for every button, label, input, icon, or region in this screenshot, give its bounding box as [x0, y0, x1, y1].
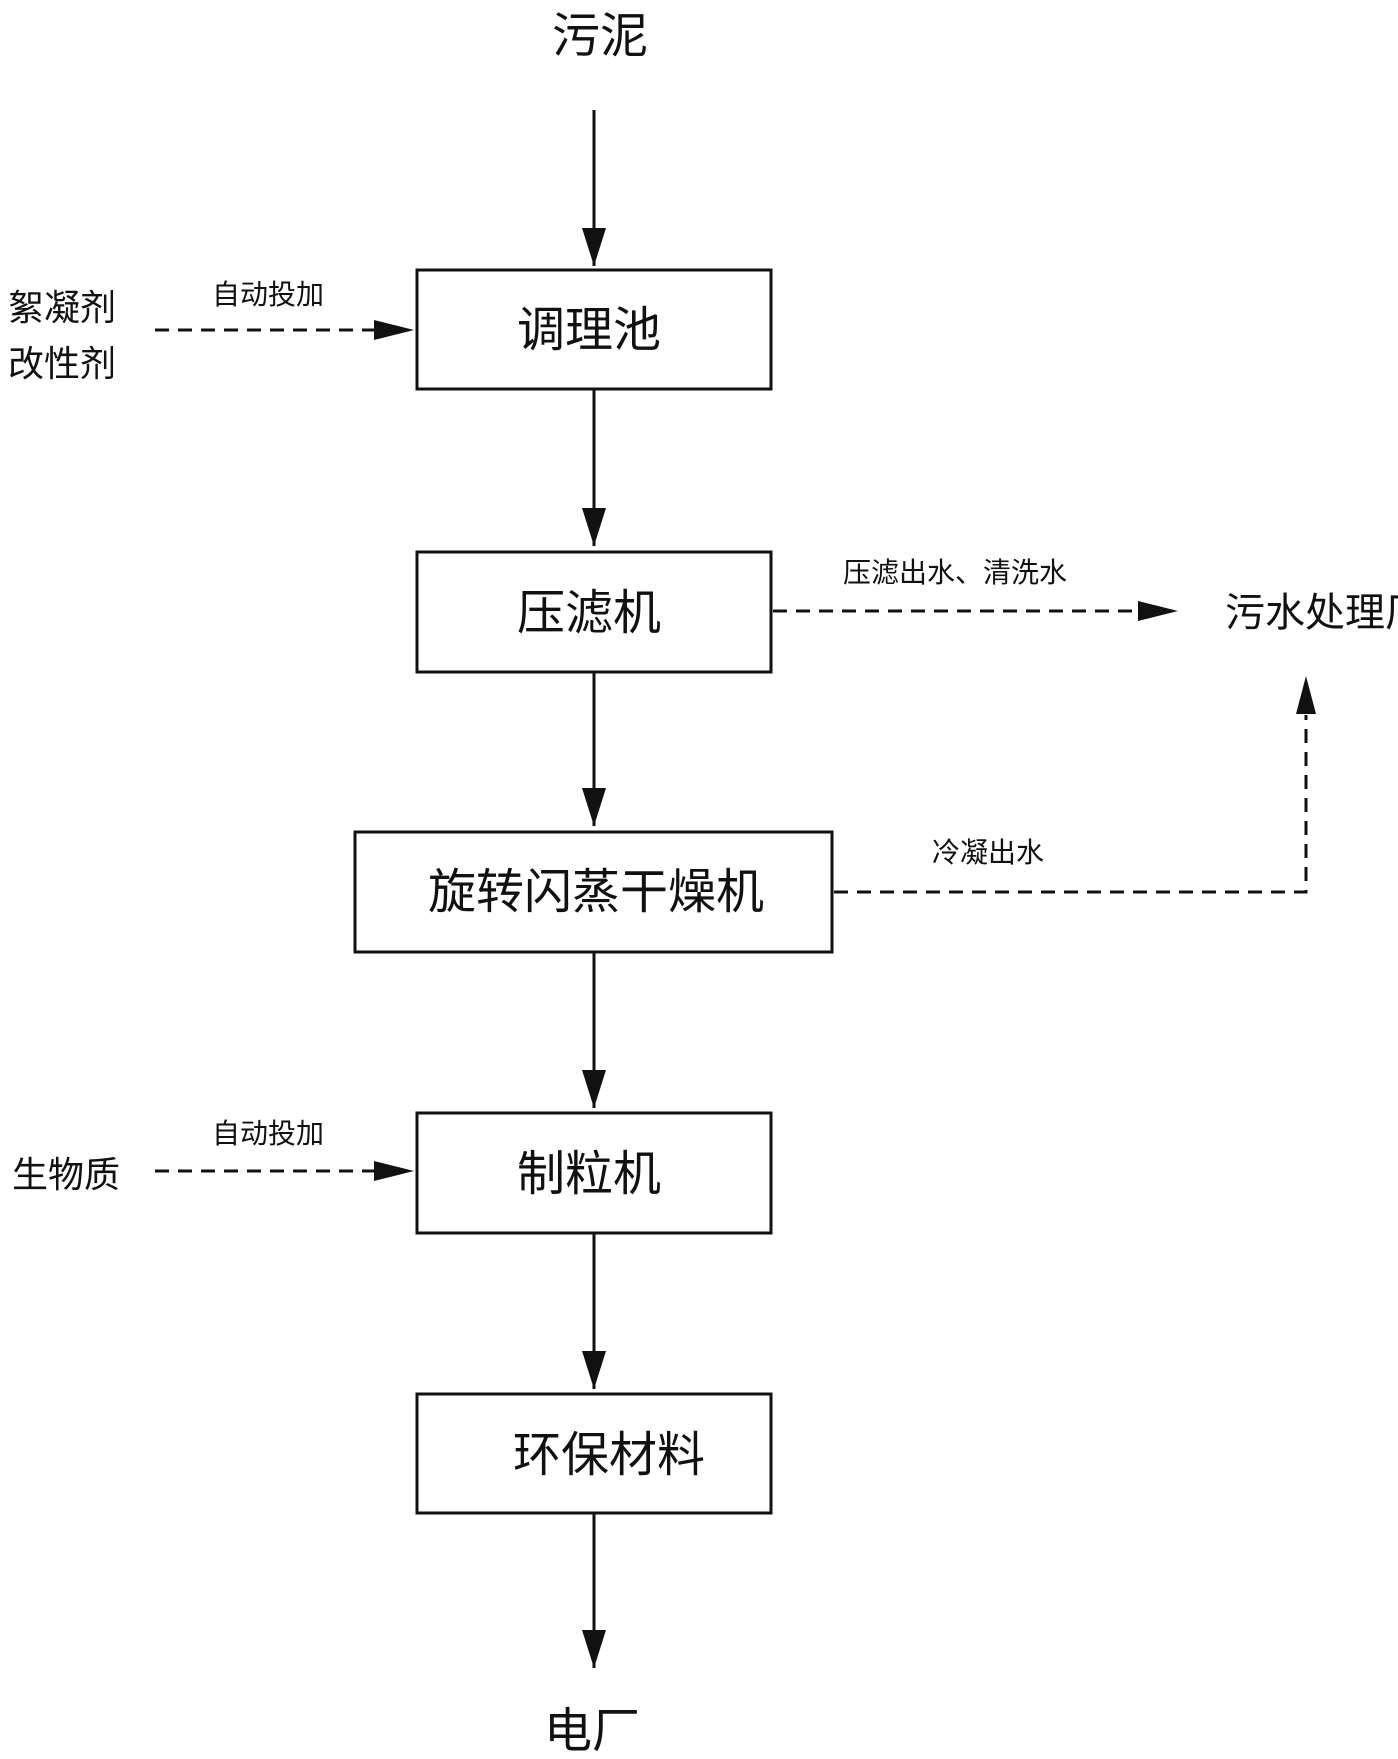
filter-press-label: 压滤机	[517, 585, 661, 641]
pelletizer-box	[415, 1111, 773, 1235]
eco-material-box	[415, 1392, 773, 1515]
eco-material-label: 环保材料	[513, 1427, 705, 1483]
biomass-dosing: 生物质 自动投加	[12, 1117, 414, 1196]
conditioning-tank-box	[415, 268, 773, 391]
wastewater-plant-label: 污水处理厂	[1225, 590, 1398, 636]
power-plant-label: 电厂	[544, 1703, 640, 1759]
arrowhead-biomass-to-pelletizer	[374, 1161, 414, 1181]
conditioning-tank-node: 调理池	[415, 268, 773, 391]
condensate-output: 冷凝出水	[834, 676, 1316, 894]
flocculant-dosing: 絮凝剂 改性剂 自动投加	[8, 278, 414, 385]
press-water-label: 压滤出水、清洗水	[843, 556, 1067, 589]
arrowhead-conditioning-to-press	[582, 508, 606, 546]
arrowhead-press-to-dryer	[582, 788, 606, 826]
auto-dosing-label-2: 自动投加	[212, 1117, 324, 1150]
main-flow-arrows	[582, 110, 606, 1668]
flash-dryer-node: 旋转闪蒸干燥机	[353, 830, 834, 954]
biomass-label: 生物质	[12, 1155, 120, 1196]
arrowhead-dryer-to-pelletizer	[582, 1070, 606, 1108]
arrowhead-dryer-to-wastewater-plant	[1296, 676, 1316, 714]
sludge-input-label: 污泥	[552, 8, 648, 64]
arrowhead-flocculant-to-conditioning	[374, 320, 414, 340]
press-water-output: 压滤出水、清洗水 污水处理厂	[773, 556, 1398, 636]
conditioning-tank-label: 调理池	[517, 302, 661, 358]
condensate-label: 冷凝出水	[932, 836, 1044, 869]
filter-press-box	[415, 550, 773, 674]
pelletizer-label: 制粒机	[517, 1146, 661, 1202]
pelletizer-node: 制粒机	[415, 1111, 773, 1235]
modifier-label: 改性剂	[8, 344, 116, 385]
flash-dryer-label: 旋转闪蒸干燥机	[428, 864, 764, 920]
auto-dosing-label-1: 自动投加	[212, 278, 324, 311]
flocculant-label: 絮凝剂	[8, 288, 116, 329]
arrowhead-press-to-wastewater-plant	[1138, 601, 1178, 621]
eco-material-node: 环保材料	[415, 1392, 773, 1515]
dashed-path-dryer-to-wastewater-plant	[834, 715, 1308, 894]
arrowhead-material-to-power-plant	[582, 1630, 606, 1668]
filter-press-node: 压滤机	[415, 550, 773, 674]
arrowhead-pelletizer-to-material	[582, 1351, 606, 1389]
flash-dryer-box	[353, 830, 834, 954]
arrowhead-sludge-to-conditioning	[582, 228, 606, 266]
